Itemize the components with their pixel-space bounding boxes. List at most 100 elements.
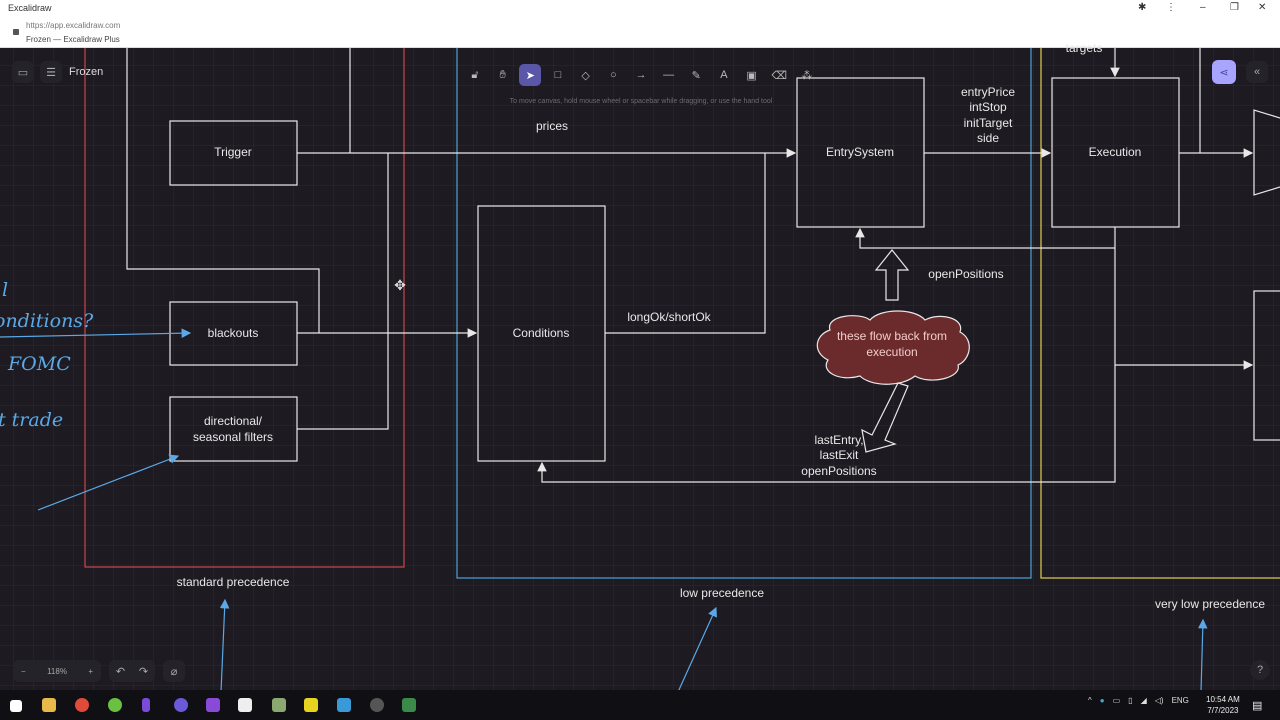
zoom-controls: − 118% + bbox=[13, 660, 101, 682]
eraser-button[interactable]: ⌀ bbox=[163, 660, 185, 682]
connector[interactable] bbox=[126, 40, 320, 333]
diamond-icon[interactable]: ◇ bbox=[581, 69, 590, 82]
undo-icon[interactable]: ↶ bbox=[115, 665, 126, 678]
app-icon[interactable] bbox=[304, 698, 318, 712]
cloud-shape[interactable] bbox=[816, 310, 970, 385]
ellipse-icon[interactable]: ○ bbox=[609, 69, 617, 81]
annotation-arrow[interactable] bbox=[678, 606, 717, 690]
undo-redo: ↶↷ bbox=[109, 660, 155, 682]
taskbar bbox=[0, 690, 1280, 720]
volume-icon[interactable]: ◁) bbox=[1154, 696, 1164, 705]
selection-icon[interactable]: ➤ bbox=[519, 64, 542, 86]
label-feedback: lastEntry, bbox=[814, 433, 863, 447]
app-icon[interactable] bbox=[108, 698, 122, 712]
app-icon[interactable] bbox=[272, 698, 286, 712]
zoom-level[interactable]: 118% bbox=[47, 666, 67, 676]
label-execution: Execution bbox=[1089, 145, 1142, 159]
handwritten-note: onditions? bbox=[0, 310, 94, 332]
restore-button[interactable]: ❐ bbox=[1230, 2, 1239, 13]
diagram: Trigger blackouts directional/ seasonal … bbox=[0, 40, 1280, 690]
box-directional[interactable] bbox=[169, 396, 298, 462]
annotation-arrow[interactable] bbox=[1197, 618, 1208, 690]
chrome-icon[interactable] bbox=[75, 698, 89, 712]
label-entry-system: EntrySystem bbox=[826, 145, 894, 159]
app-tray-icon[interactable]: ● bbox=[1099, 696, 1105, 705]
partial-shape-right[interactable] bbox=[1253, 109, 1280, 196]
wifi-icon[interactable]: ◢ bbox=[1140, 696, 1147, 705]
toolbar: 🔓︎ ✋︎ ➤ □ ◇ ○ → — ✎ A ▣ ⌫ ⁂ bbox=[458, 62, 824, 88]
label-prices: prices bbox=[536, 119, 568, 133]
frame-very-low[interactable] bbox=[1040, 40, 1280, 579]
app-icon[interactable] bbox=[337, 698, 351, 712]
minimize-button[interactable]: – bbox=[1200, 2, 1206, 13]
notifications-icon[interactable]: ▤ bbox=[1252, 700, 1263, 712]
cloud-text: these flow back from bbox=[837, 329, 947, 343]
annotation-arrow[interactable] bbox=[219, 598, 230, 690]
hollow-arrow-up[interactable] bbox=[874, 249, 910, 301]
label-standard-precedence: standard precedence bbox=[177, 575, 290, 589]
file-explorer-icon[interactable] bbox=[42, 698, 56, 712]
annotation-arrow[interactable] bbox=[37, 454, 180, 511]
label-blackouts: blackouts bbox=[208, 326, 259, 340]
drawing-canvas[interactable] bbox=[0, 48, 1280, 690]
connector[interactable] bbox=[605, 153, 766, 334]
eraser-icon[interactable]: ⌫ bbox=[771, 69, 787, 82]
start-icon[interactable] bbox=[10, 700, 22, 712]
hollow-arrow-down[interactable] bbox=[861, 382, 909, 453]
battery-icon[interactable]: ▭ bbox=[1112, 696, 1121, 705]
zoom-out-button[interactable]: − bbox=[21, 666, 26, 676]
help-button[interactable]: ? bbox=[1250, 660, 1270, 680]
label-targets: targets bbox=[1066, 41, 1103, 55]
zoom-in-button[interactable]: + bbox=[88, 666, 93, 676]
app-icon[interactable] bbox=[370, 698, 384, 712]
collapse-sidebar-button[interactable]: « bbox=[1246, 61, 1268, 83]
label-seasonal: seasonal filters bbox=[193, 430, 273, 444]
arrow-open-positions[interactable] bbox=[855, 227, 1115, 249]
line-icon[interactable]: — bbox=[663, 69, 675, 81]
page-title: Frozen — Excalidraw Plus bbox=[26, 35, 120, 44]
share-button[interactable]: ⋖ bbox=[1212, 60, 1236, 84]
pencil-icon[interactable]: ✎ bbox=[691, 69, 701, 82]
chevron-up-icon[interactable]: ^ bbox=[1088, 696, 1092, 705]
label-low-precedence: low precedence bbox=[680, 586, 764, 600]
arrow-feedback[interactable] bbox=[537, 227, 1116, 483]
sidebar-toggle-icon[interactable]: ▭ bbox=[12, 61, 34, 83]
annotation-arrow[interactable] bbox=[0, 328, 192, 338]
redo-icon[interactable]: ↷ bbox=[138, 665, 149, 678]
handwritten-note: l bbox=[2, 279, 8, 301]
language-indicator[interactable]: ENG bbox=[1171, 696, 1189, 705]
scene-name: Frozen bbox=[69, 66, 104, 78]
browser-header: Excalidraw ✱ ⋮ – ❐ ✕ https://app.excalid… bbox=[0, 0, 1280, 48]
arrow-icon[interactable]: → bbox=[635, 69, 647, 81]
text-icon[interactable]: A bbox=[720, 69, 728, 81]
image-icon[interactable]: ▣ bbox=[746, 69, 757, 82]
canvas-hint: To move canvas, hold mouse wheel or spac… bbox=[509, 98, 773, 105]
handwritten-note: t trade bbox=[0, 409, 63, 431]
label-very-low-precedence: very low precedence bbox=[1155, 597, 1265, 611]
lock-icon[interactable]: 🔓︎ bbox=[471, 68, 479, 81]
lock-icon bbox=[13, 29, 19, 35]
frame-standard[interactable] bbox=[84, 40, 405, 568]
app-icon[interactable] bbox=[402, 698, 416, 712]
close-button[interactable]: ✕ bbox=[1258, 2, 1267, 13]
app-icon[interactable] bbox=[174, 698, 188, 712]
usb-icon[interactable]: ▯ bbox=[1128, 696, 1133, 705]
rectangle-icon[interactable]: □ bbox=[554, 69, 562, 81]
visual-studio-icon[interactable] bbox=[206, 698, 220, 712]
label-feedback: lastExit bbox=[820, 448, 859, 462]
label-feedback: openPositions bbox=[801, 464, 876, 478]
move-cursor-icon: ✥ bbox=[394, 277, 406, 293]
main-menu-button[interactable]: ☰ bbox=[40, 61, 62, 83]
app-icon[interactable] bbox=[238, 698, 252, 712]
extensions-icon[interactable]: ✱ bbox=[1138, 2, 1147, 13]
url-text[interactable]: https://app.excalidraw.com bbox=[26, 21, 121, 30]
hand-icon[interactable]: ✋︎ bbox=[499, 68, 506, 81]
connector[interactable] bbox=[297, 153, 389, 430]
partial-box-right[interactable] bbox=[1253, 290, 1280, 441]
frame-low[interactable] bbox=[456, 40, 1032, 579]
menu-icon[interactable]: ⋮ bbox=[1166, 2, 1176, 13]
library-icon[interactable]: ⁂ bbox=[801, 69, 813, 82]
app-icon[interactable] bbox=[142, 698, 150, 712]
label-longshort: longOk/shortOk bbox=[627, 310, 711, 324]
